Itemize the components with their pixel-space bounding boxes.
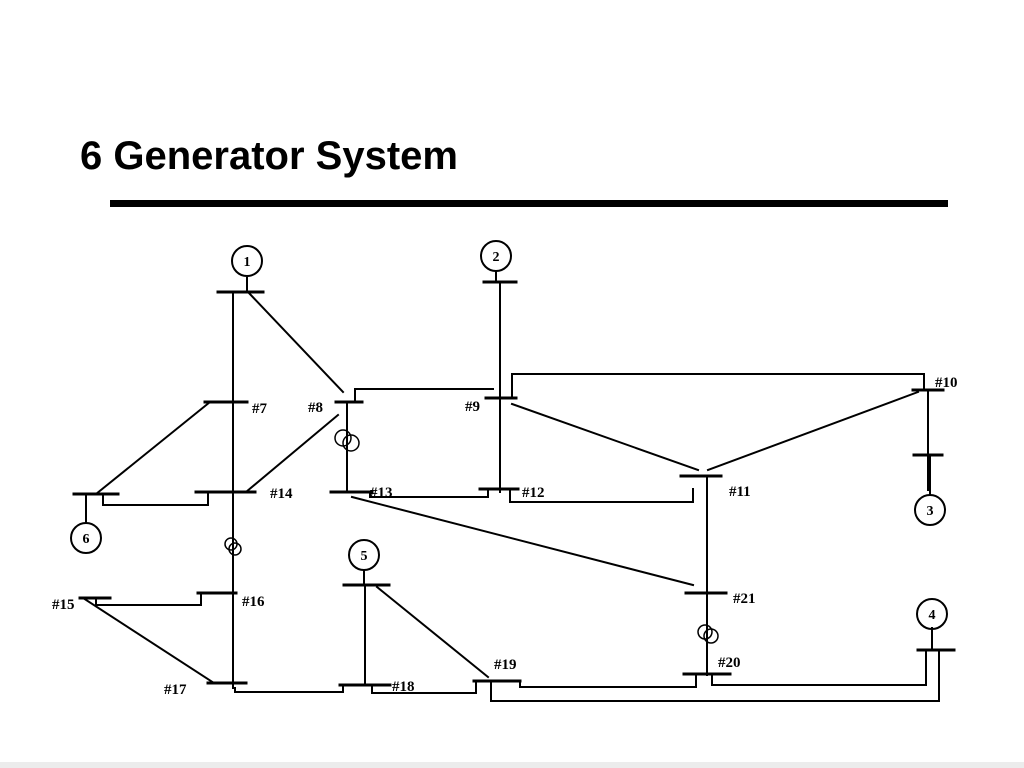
line-12-11 — [509, 488, 694, 503]
line-8-9 — [354, 388, 494, 403]
title-underline — [110, 200, 948, 207]
gen-2-label: 2 — [493, 250, 500, 265]
bus-8-label: #8 — [308, 400, 323, 416]
bus-19-label: #19 — [494, 657, 517, 673]
line-17-18 — [234, 684, 344, 693]
line-7-6 — [94, 400, 212, 496]
generator-labels: 1 2 3 4 5 6 — [83, 250, 936, 623]
bus-17-label: #17 — [164, 682, 187, 698]
line-6-14 — [102, 493, 209, 506]
line-13-21 — [350, 495, 695, 587]
gen-1-circle — [231, 245, 263, 277]
bus-18-label: #18 — [392, 679, 415, 695]
transformer-21-20 — [697, 624, 719, 644]
gen-6-circle — [70, 522, 102, 554]
line-13-12 — [369, 488, 489, 498]
slide-title: 6 Generator System — [80, 134, 458, 178]
gen-6-label: 6 — [83, 532, 90, 547]
bus-15-label: #15 — [52, 597, 75, 613]
line-19-20 — [519, 673, 697, 688]
gen-1-label: 1 — [244, 255, 251, 270]
line-5-19 — [375, 585, 490, 679]
slide-bottom-edge — [0, 762, 1024, 768]
bus-14-label: #14 — [270, 486, 293, 502]
transmission-lines — [81, 281, 940, 702]
bus-11-label: #11 — [729, 484, 751, 500]
line-10-11 — [706, 390, 920, 472]
line-8-14 — [244, 413, 340, 494]
gen-3-label: 3 — [927, 504, 934, 519]
line-9-10 — [511, 373, 925, 399]
generator-circles — [70, 240, 948, 630]
bus-12-label: #12 — [522, 485, 545, 501]
transformer-14-17 — [224, 537, 242, 556]
line-9-11 — [510, 402, 700, 472]
bus-bars — [72, 280, 956, 687]
transformer-8-13 — [334, 429, 360, 452]
gen-5-circle — [348, 539, 380, 571]
line-15-16 — [95, 592, 202, 606]
generator-stems — [85, 271, 933, 651]
gen-4-circle — [916, 598, 948, 630]
line-20-4 — [711, 649, 927, 686]
bus-21-label: #21 — [733, 591, 756, 607]
bus-9-label: #9 — [465, 399, 480, 415]
gen-4-label: 4 — [929, 608, 936, 623]
bus-16-label: #16 — [242, 594, 265, 610]
line-15-17 — [81, 596, 216, 685]
gen-5-label: 5 — [361, 549, 368, 564]
line-18-19 — [371, 680, 477, 694]
gen-2-circle — [480, 240, 512, 272]
bus-7-label: #7 — [252, 401, 268, 417]
line-1-8 — [246, 290, 345, 394]
gen-3-circle — [914, 494, 946, 526]
bus-13-label: #13 — [370, 485, 393, 501]
line-19-4 — [490, 649, 940, 702]
bus-10-label: #10 — [935, 375, 958, 391]
bus-labels: #7 #8 #9 #10 #11 #12 #13 #14 #15 #16 #17… — [52, 375, 958, 698]
transformer-symbols — [224, 429, 719, 644]
bus-20-label: #20 — [718, 655, 741, 671]
